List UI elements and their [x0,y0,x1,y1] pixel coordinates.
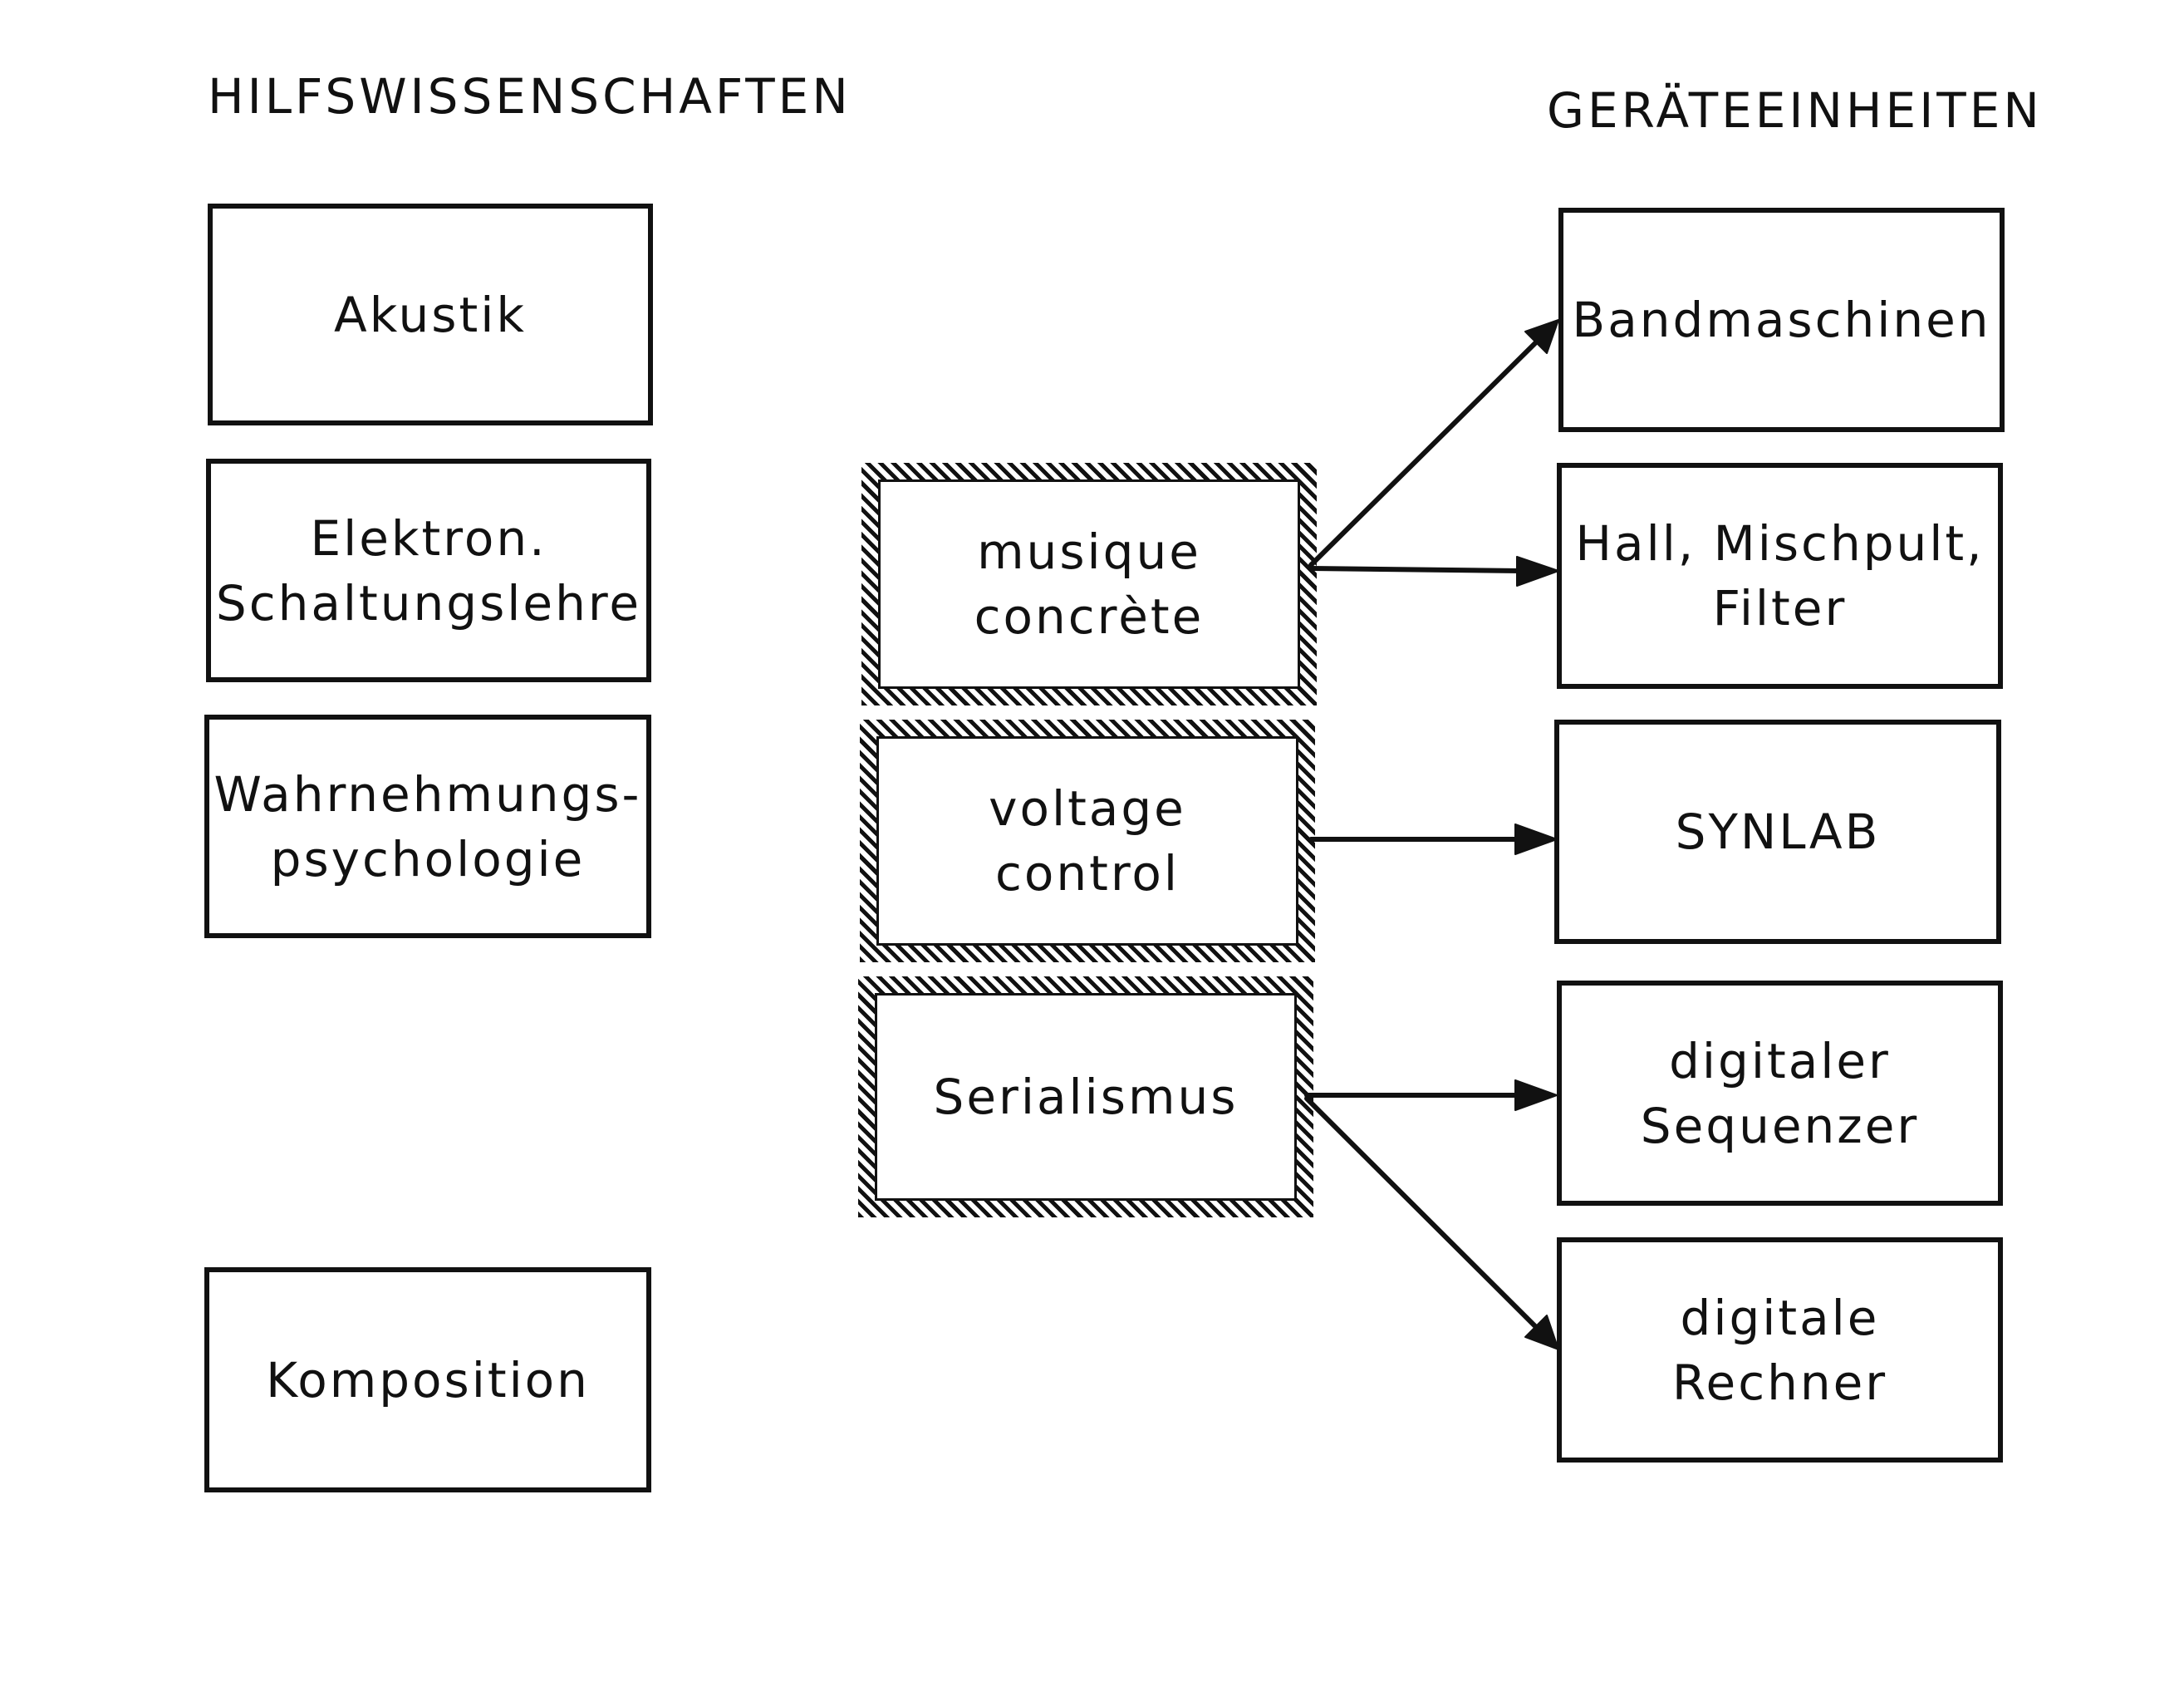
box-hall-mischpult-filter: Hall, Mischpult, Filter [1557,463,2003,689]
arrowhead-icon [1516,556,1559,587]
arrowhead-icon [1514,1079,1558,1111]
box-label-line: digitaler [1669,1032,1891,1089]
box-wahrnehmungspsychologie: Wahrnehmungs- psychologie [204,715,651,938]
arrowhead-icon [1524,1315,1559,1350]
box-label-line: digitale [1680,1289,1880,1346]
heading-hilfswissenschaften: HILFSWISSENSCHAFTEN [208,68,852,125]
box-inner: voltage control [876,736,1298,946]
box-label-line: Hall, Mischpult, [1575,515,1985,572]
box-label-line: Rechner [1671,1354,1888,1411]
box-label-line: Filter [1712,580,1848,637]
box-label-line: Akustik [334,286,527,343]
box-label-line: Serialismus [933,1069,1239,1125]
arrow-musique-to-hall [1308,566,1523,573]
box-bandmaschinen: Bandmaschinen [1558,208,2005,432]
box-label-line: Elektron. [310,509,547,567]
arrowhead-icon [1514,823,1558,855]
box-synlab: SYNLAB [1554,720,2001,944]
box-musique-concrete: musique concrète [861,463,1317,705]
box-inner: musique concrète [878,479,1300,689]
box-label-line: Bandmaschinen [1572,292,1991,348]
arrow-musique-to-bandmaschinen [1308,337,1542,568]
box-label-line: voltage [989,780,1186,837]
box-komposition: Komposition [204,1267,651,1492]
box-voltage-control: voltage control [860,720,1315,962]
box-label-line: Schaltungslehre [215,574,642,632]
box-label-line: Sequenzer [1640,1097,1920,1154]
arrow-serialismus-to-rechner [1304,1096,1541,1332]
box-label-line: psychologie [270,830,586,887]
box-label-line: musique [977,524,1201,580]
box-label-line: SYNLAB [1675,804,1881,860]
heading-geraeteeinheiten: GERÄTEEINHEITEN [1547,82,2043,139]
box-serialismus: Serialismus [858,976,1313,1217]
box-label-line: Komposition [266,1351,590,1408]
box-label-line: control [994,845,1180,902]
box-akustik: Akustik [208,204,653,425]
box-elektron-schaltungslehre: Elektron. Schaltungslehre [206,459,651,682]
box-label-line: concrète [974,588,1205,645]
box-inner: Serialismus [875,993,1297,1201]
box-digitale-rechner: digitale Rechner [1557,1237,2003,1463]
arrowhead-icon [1524,319,1559,354]
box-digitaler-sequenzer: digitaler Sequenzer [1557,981,2003,1206]
box-label-line: Wahrnehmungs- [213,765,642,823]
